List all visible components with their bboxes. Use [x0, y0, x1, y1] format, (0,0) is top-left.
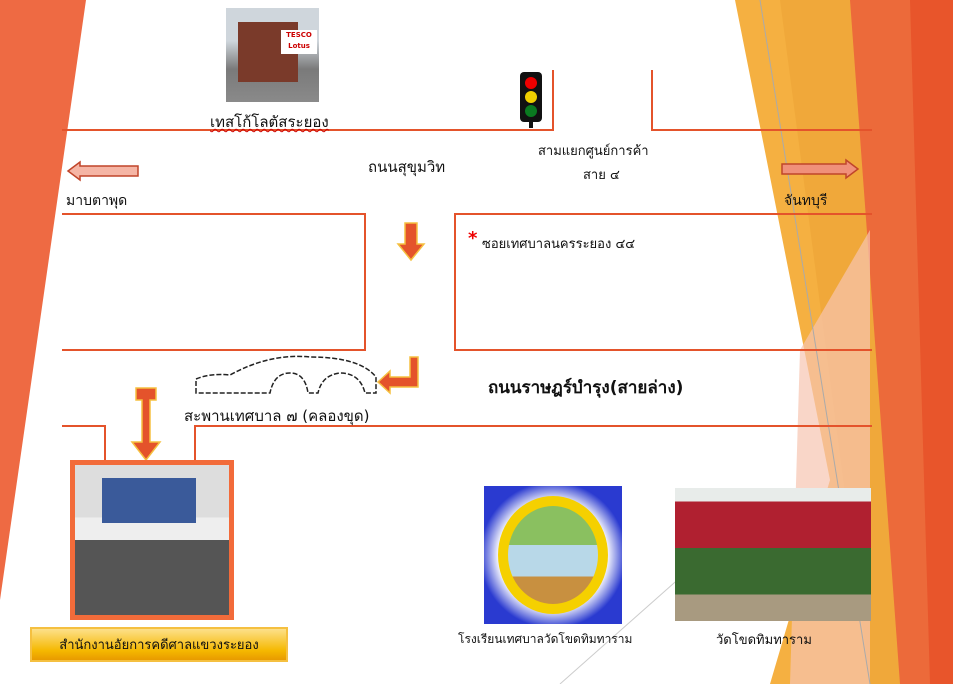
road-line [454, 349, 872, 351]
road-line [364, 213, 366, 351]
tesco-label: เทสโก้โลตัสระยอง [210, 113, 329, 131]
road-line [62, 129, 554, 131]
road-line [62, 349, 366, 351]
tesco-photo: TESCO Lotus [226, 8, 319, 102]
office-label-box: สำนักงานอัยการคดีศาลแขวงระยอง [30, 627, 288, 662]
road-line [651, 70, 653, 131]
ratbamrung-road-label: ถนนราษฎร์บำรุง(สายล่าง) [488, 378, 684, 398]
road-line [104, 425, 106, 460]
tesco-sign: TESCO Lotus [281, 30, 317, 54]
bridge-label: สะพานเทศบาล ๗ (คลองขุด) [184, 407, 370, 425]
sukhumvit-road-label: ถนนสุขุมวิท [368, 158, 446, 176]
temple-label: วัดโขดทิมทาราม [716, 633, 812, 648]
road-line [651, 129, 872, 131]
arrow-left-icon [66, 160, 139, 182]
road-line [454, 213, 456, 351]
soi-label: ซอยเทศบาลนครระยอง ๔๔ [482, 237, 636, 252]
school-logo [484, 486, 622, 624]
arrow-down-icon [130, 387, 162, 462]
road-line [62, 213, 366, 215]
road-line [552, 70, 554, 131]
junction-label: สามแยกศูนย์การค้า [538, 144, 649, 159]
road-line [454, 213, 872, 215]
school-label: โรงเรียนเทศบาลวัดโขดทิมทาราม [458, 632, 633, 646]
arrow-right-icon [781, 158, 860, 180]
office-photo [70, 460, 234, 620]
road-line [194, 425, 872, 427]
bridge-icon [195, 355, 419, 395]
arrow-down-icon [396, 222, 426, 262]
office-label: สำนักงานอัยการคดีศาลแขวงระยอง [59, 638, 259, 653]
traffic-light-icon [520, 72, 542, 128]
junction-label-2: สาย ๔ [583, 168, 620, 183]
direction-left-label: มาบตาพุด [66, 193, 128, 209]
road-line [62, 425, 106, 427]
temple-photo [675, 488, 871, 621]
direction-right-label: จันทบุรี [784, 193, 828, 209]
soi-marker: * [468, 228, 478, 249]
road-line [194, 425, 196, 460]
